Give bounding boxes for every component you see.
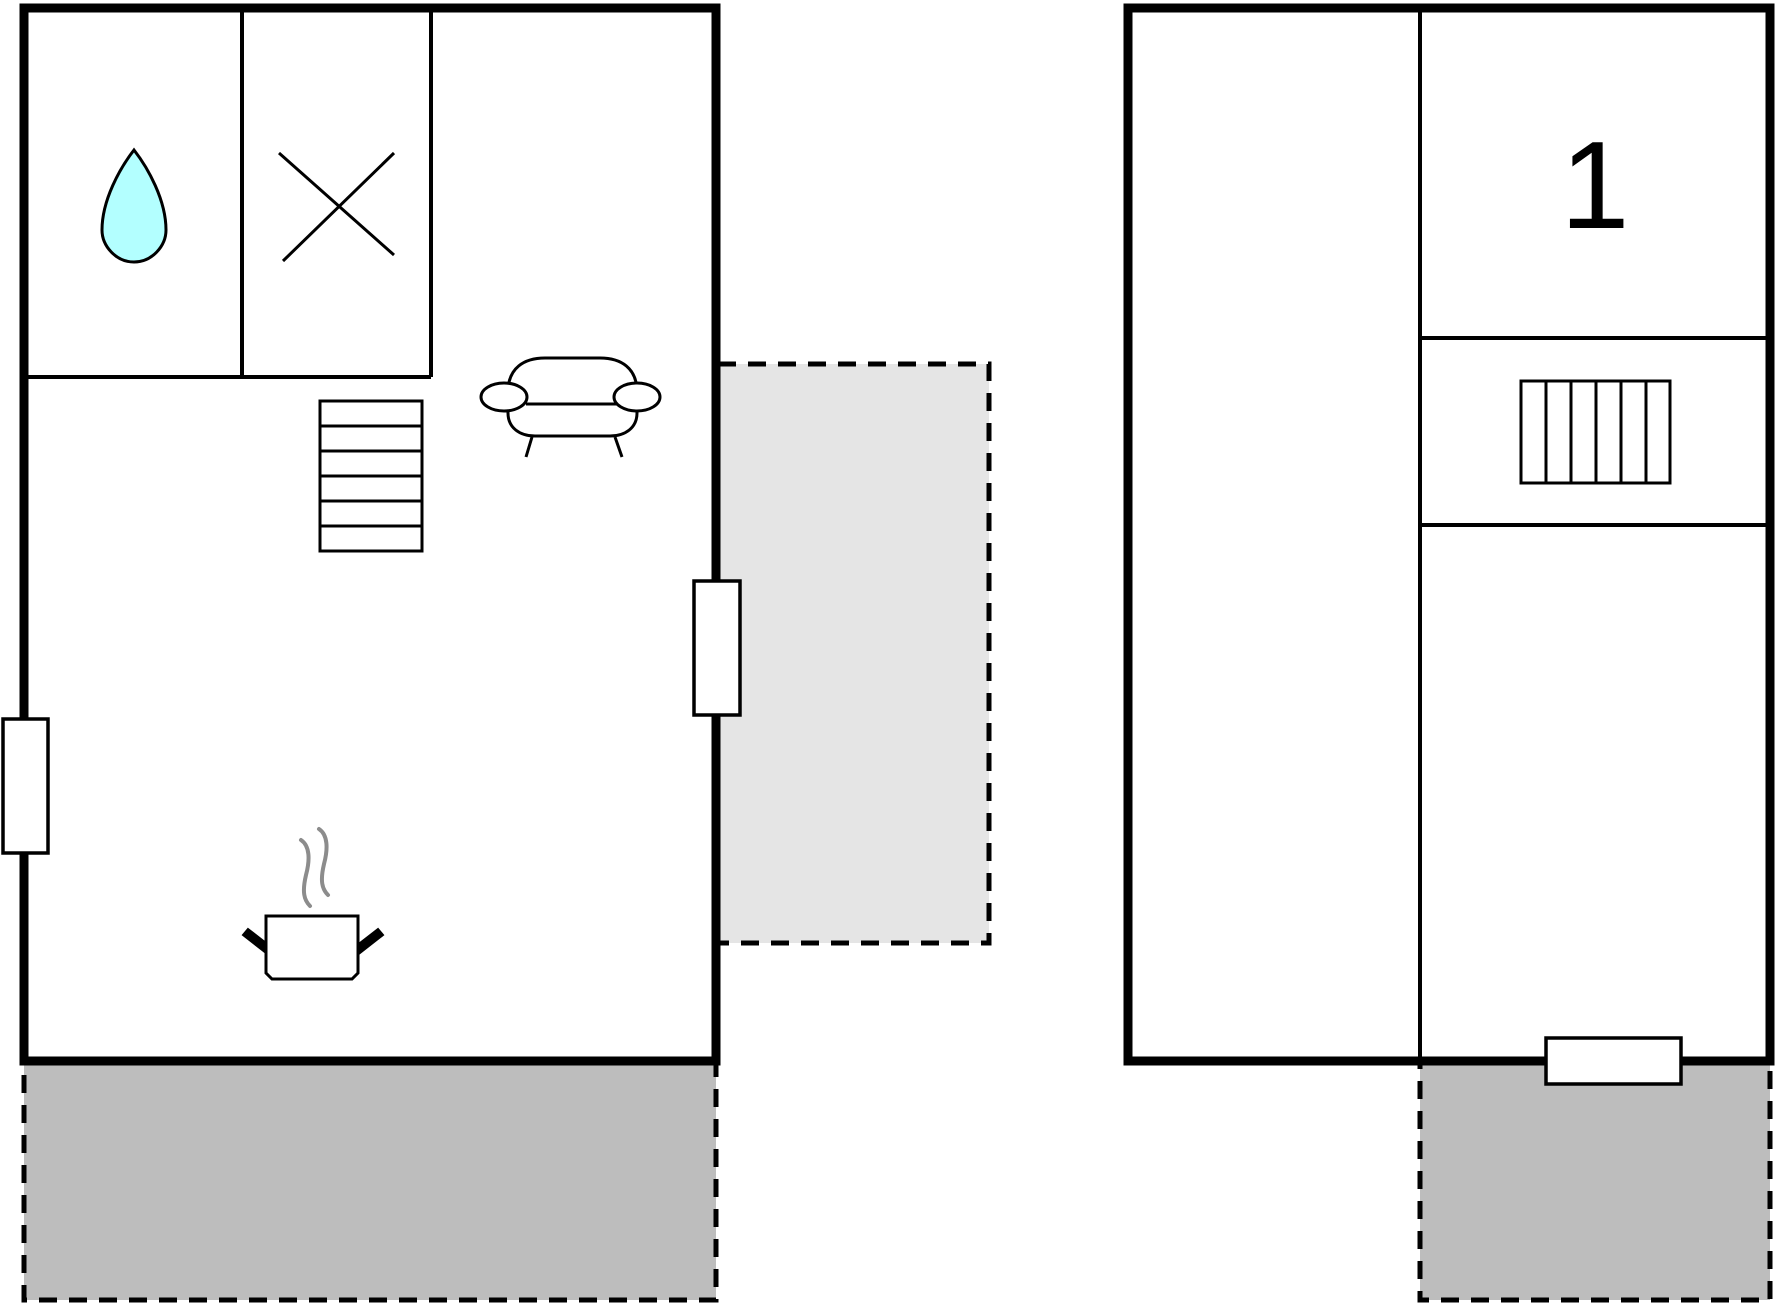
terrace-right-unit: [1417, 1058, 1773, 1303]
stairs-icon: [318, 399, 424, 553]
cross-icon: [278, 151, 396, 263]
water-drop-icon: [100, 147, 168, 264]
kitchen-pot-icon: [241, 827, 385, 981]
sofa-icon: [479, 356, 662, 458]
door-right: [692, 579, 742, 717]
left-unit: [1, 3, 742, 1066]
right-unit-outer-wall: [1123, 3, 1775, 1066]
door-bottom: [1544, 1036, 1683, 1086]
terrace-left-unit: [21, 1058, 719, 1303]
covered-area-side: [715, 361, 992, 946]
bedroom-number-label: 1: [1561, 117, 1630, 255]
stairs-icon: [1519, 379, 1672, 485]
door-left: [1, 717, 50, 855]
right-unit: 1: [1123, 3, 1775, 1086]
